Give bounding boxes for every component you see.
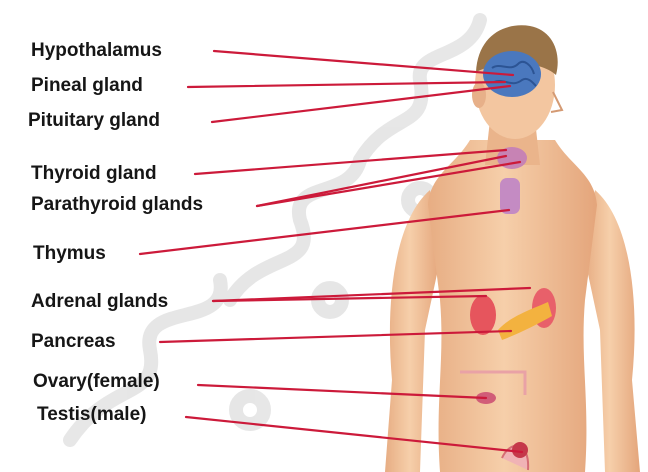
label-hypothalamus: Hypothalamus (31, 41, 162, 60)
leader-pineal (188, 82, 505, 87)
label-adrenal-glands: Adrenal glands (31, 292, 168, 311)
leader-hypothalamus (214, 51, 513, 75)
thymus-shape (500, 178, 520, 214)
label-pineal-gland: Pineal gland (31, 76, 143, 95)
label-parathyroid-glands: Parathyroid glands (31, 195, 203, 214)
label-pituitary-gland: Pituitary gland (28, 111, 160, 130)
label-ovary-female: Ovary(female) (33, 372, 160, 391)
leader-pituitary (212, 86, 510, 122)
label-testis-male: Testis(male) (37, 405, 146, 424)
testis-shape (512, 442, 528, 458)
label-thyroid-gland: Thyroid gland (31, 164, 157, 183)
adrenal-left-shape (470, 295, 496, 335)
label-thymus: Thymus (33, 244, 106, 263)
label-pancreas: Pancreas (31, 332, 116, 351)
